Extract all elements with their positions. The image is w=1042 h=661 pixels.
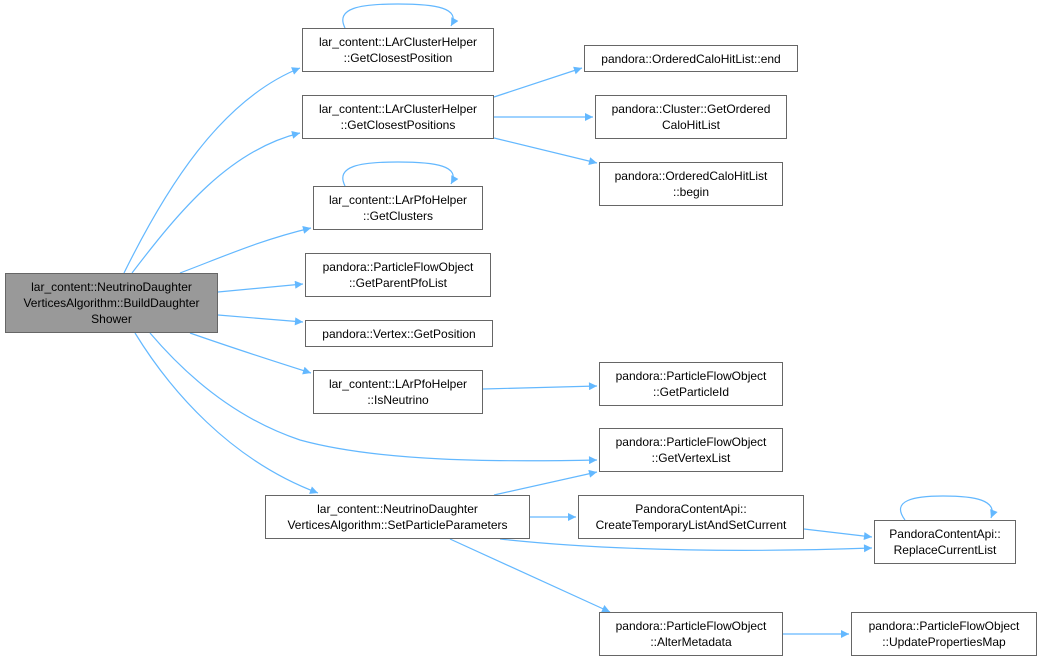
node-alter-metadata[interactable]: pandora::ParticleFlowObject ::AlterMetad…	[599, 612, 783, 656]
edge-is-neutrino-to-particle-id	[482, 382, 598, 391]
node-label: pandora::ParticleFlowObject	[868, 619, 1020, 633]
node-label: ::GetParticleId	[652, 385, 730, 399]
node-label: ::UpdatePropertiesMap	[882, 635, 1006, 649]
node-label: PandoraContentApi::	[889, 527, 1001, 541]
node-get-vertex-list[interactable]: pandora::ParticleFlowObject ::GetVertexL…	[599, 428, 783, 472]
node-get-clusters[interactable]: lar_content::LArPfoHelper ::GetClusters	[313, 186, 483, 230]
edge-set-particle-params-to-vertex-list	[493, 469, 598, 496]
edge-root-to-set-particle-params	[134, 332, 319, 494]
edge-root-to-vertex-list	[149, 332, 598, 465]
edge-replace-current-list-to-replace-current-list	[899, 495, 998, 521]
node-label: ::AlterMetadata	[650, 635, 732, 649]
node-update-properties-map[interactable]: pandora::ParticleFlowObject ::UpdateProp…	[851, 612, 1037, 656]
node-label: ::IsNeutrino	[367, 393, 429, 407]
node-label: lar_content::LArPfoHelper	[328, 377, 468, 391]
edge-root-to-get-clusters	[179, 225, 312, 274]
node-label: ::GetVertexList	[651, 451, 731, 465]
edge-closest-positions-to-calo-begin	[493, 137, 598, 166]
node-label: ReplaceCurrentList	[893, 543, 997, 557]
node-parent-pfo-list[interactable]: pandora::ParticleFlowObject ::GetParentP…	[305, 253, 491, 297]
node-label: pandora::ParticleFlowObject	[615, 619, 767, 633]
edge-root-to-closest-positions	[131, 131, 301, 274]
node-closest-positions[interactable]: lar_content::LArClusterHelper ::GetClose…	[302, 95, 494, 139]
node-label: ::GetClosestPosition	[343, 51, 453, 65]
edge-closest-positions-to-calo-end	[493, 66, 583, 98]
edge-set-particle-params-to-alter-metadata	[449, 538, 611, 613]
edge-root-to-is-neutrino	[189, 332, 312, 375]
node-label: pandora::ParticleFlowObject	[615, 435, 767, 449]
node-calo-hit-list-begin[interactable]: pandora::OrderedCaloHitList ::begin	[599, 162, 783, 206]
node-label: PandoraContentApi::	[635, 502, 747, 516]
node-get-particle-id[interactable]: pandora::ParticleFlowObject ::GetParticl…	[599, 362, 783, 406]
node-label: ::begin	[672, 185, 710, 199]
node-label: lar_content::LArPfoHelper	[328, 193, 468, 207]
node-label: VerticesAlgorithm::SetParticleParameters	[287, 518, 508, 532]
edge-create-temp-list-to-replace-current-list	[803, 528, 873, 541]
node-create-temporary-list[interactable]: PandoraContentApi:: CreateTemporaryListA…	[578, 495, 804, 539]
edge-root-to-parent-pfo-list	[217, 280, 304, 293]
edge-get-clusters-to-get-clusters	[342, 161, 459, 187]
edge-closest-position-to-closest-position	[342, 3, 459, 29]
node-label: pandora::Cluster::GetOrdered	[611, 102, 771, 116]
node-label: lar_content::NeutrinoDaughter	[317, 502, 478, 516]
node-label: lar_content::NeutrinoDaughter	[31, 280, 192, 294]
node-label: CreateTemporaryListAndSetCurrent	[595, 518, 787, 532]
node-root: lar_content::NeutrinoDaughter VerticesAl…	[5, 273, 218, 333]
node-is-neutrino[interactable]: lar_content::LArPfoHelper ::IsNeutrino	[313, 370, 483, 414]
node-label: pandora::OrderedCaloHitList	[614, 169, 768, 183]
node-set-particle-parameters[interactable]: lar_content::NeutrinoDaughter VerticesAl…	[265, 495, 530, 539]
edge-root-to-vertex-position	[217, 314, 304, 326]
node-vertex-position[interactable]: pandora::Vertex::GetPosition	[305, 320, 493, 347]
node-label: lar_content::LArClusterHelper	[318, 35, 478, 49]
node-label: Shower	[91, 312, 132, 326]
node-label: pandora::ParticleFlowObject	[615, 369, 767, 383]
node-label: pandora::Vertex::GetPosition	[322, 326, 476, 341]
node-replace-current-list[interactable]: PandoraContentApi:: ReplaceCurrentList	[874, 520, 1016, 564]
node-label: lar_content::LArClusterHelper	[318, 102, 478, 116]
node-closest-position[interactable]: lar_content::LArClusterHelper ::GetClose…	[302, 28, 494, 72]
node-label: ::GetParentPfoList	[348, 276, 448, 290]
node-label: ::GetClusters	[362, 209, 434, 223]
node-label: CaloHitList	[661, 118, 721, 132]
node-label: VerticesAlgorithm::BuildDaughter	[23, 296, 200, 310]
edge-root-to-closest-position	[123, 67, 301, 274]
node-calo-hit-list-end[interactable]: pandora::OrderedCaloHitList::end	[584, 45, 798, 72]
node-label: ::GetClosestPositions	[340, 118, 456, 132]
node-label: pandora::OrderedCaloHitList::end	[601, 51, 781, 66]
node-get-ordered-calo-hit-list[interactable]: pandora::Cluster::GetOrdered CaloHitList	[595, 95, 787, 139]
edge-set-particle-params-to-replace-current-list	[499, 538, 873, 553]
node-label: pandora::ParticleFlowObject	[322, 260, 474, 274]
